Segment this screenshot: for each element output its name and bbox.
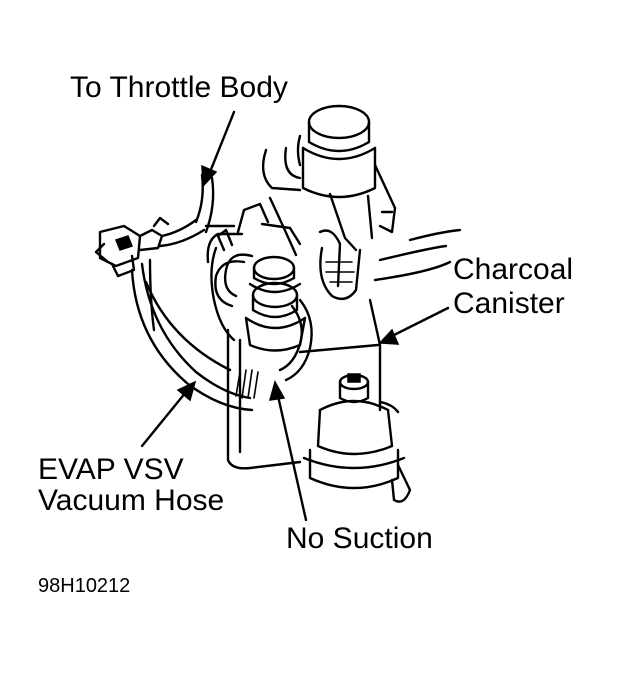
label-no-suction: No Suction [286, 522, 433, 555]
hose-arrow-head [176, 380, 197, 402]
hose-loops [204, 224, 313, 382]
label-to-throttle-body: To Throttle Body [70, 71, 288, 104]
background-pipes [261, 146, 462, 282]
throttle-body-hose [148, 173, 236, 342]
label-charcoal: Charcoal [453, 253, 574, 286]
charcoal-canister [226, 298, 382, 470]
suction-arrow-head [268, 380, 286, 401]
figure-id: 98H10212 [38, 575, 131, 597]
lower-cylinder [302, 373, 412, 503]
upper-cylinder [296, 104, 397, 252]
label-canister: Canister [453, 287, 565, 320]
label-evap-vsv: EVAP VSV [38, 453, 184, 486]
label-vacuum-hose: Vacuum Hose [38, 484, 225, 517]
throttle-arrow-head [201, 164, 218, 188]
valve-assembly [216, 202, 362, 352]
leader-arrows [140, 110, 450, 522]
canister-arrow-head [378, 328, 400, 345]
evap-vsv-connector [94, 216, 206, 278]
